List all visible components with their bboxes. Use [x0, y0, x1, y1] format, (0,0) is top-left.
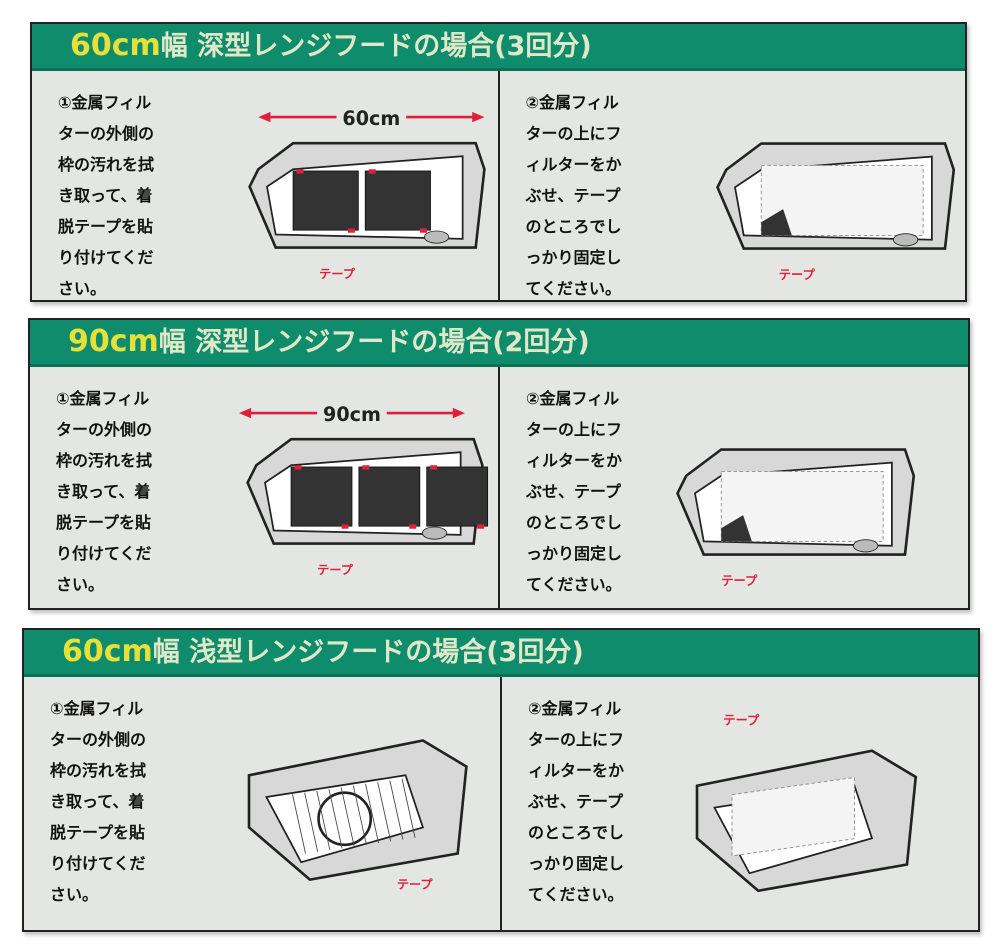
instruction-line: ①金属フィル [58, 93, 152, 112]
range-hood-illustration: テープ [715, 142, 955, 282]
width-label: 90cm [68, 324, 159, 359]
panel-1: 60cm幅 深型レンジフードの場合(3回分) ①金属フィルターの外側の枠の汚れを… [30, 22, 967, 302]
tape-label: テープ [319, 266, 356, 281]
instruction-line: り付けてくだ [50, 854, 146, 873]
instruction-line: 脱テープを貼 [58, 217, 154, 236]
instruction-line: 枠の汚れを拭 [56, 451, 153, 470]
range-hood-illustration: テープ [676, 448, 916, 588]
width-label: 60cm [70, 28, 161, 63]
step-2-text: ②金属フィルターの上にフィルターをかぶせ、テープのところでしっかり固定してくださ… [528, 693, 624, 910]
instruction-line: ターの外側の [58, 124, 155, 143]
dimension-arrow: 60cm [258, 105, 485, 130]
instruction-line: てください。 [528, 885, 624, 904]
instruction-line: き取って、着 [50, 792, 145, 811]
range-hood-illustration: 90cm テープ [238, 401, 489, 577]
instruction-line: き取って、着 [58, 186, 153, 205]
range-hood-illustration: 60cm テープ [248, 105, 486, 281]
range-hood-illustration: テープ [247, 739, 468, 891]
dimension-label: 60cm [342, 107, 400, 130]
instruction-line: ①金属フィル [50, 699, 144, 718]
instruction-line: ②金属フィル [526, 389, 620, 408]
instruction-line: さい。 [58, 279, 107, 298]
panel-2: 90cm幅 深型レンジフードの場合(2回分) ①金属フィルターの外側の枠の汚れを… [28, 318, 970, 610]
instruction-line: ターの上にフ [525, 124, 622, 143]
step-2: ②金属フィルターの上にフィルターをかぶせ、テープのところでしっかり固定してくださ… [500, 677, 978, 930]
instruction-line: のところでし [525, 217, 622, 236]
step-1-text: ①金属フィルターの外側の枠の汚れを拭き取って、着脱テープを貼り付けてください。 [56, 383, 152, 600]
instruction-line: てください。 [525, 279, 622, 298]
panel-3: 60cm幅 浅型レンジフードの場合(3回分) ①金属フィルターの外側の枠の汚れを… [22, 628, 980, 932]
instruction-line: ぶせ、テープ [526, 482, 622, 501]
instruction-line: ターの外側の [56, 420, 153, 439]
panel-title: 幅 深型レンジフードの場合(3回分) [160, 31, 592, 62]
instruction-line: ②金属フィル [525, 93, 619, 112]
step-2-text: ②金属フィルターの上にフィルターをかぶせ、テープのところでしっかり固定してくださ… [526, 87, 622, 304]
step-2: ②金属フィルターの上にフィルターをかぶせ、テープのところでしっかり固定してくださ… [498, 367, 968, 608]
instruction-line: り付けてくだ [56, 544, 152, 563]
tape-label: テープ [397, 876, 434, 891]
instruction-line: ターの上にフ [528, 730, 625, 749]
tape-label: テープ [723, 713, 760, 728]
panel-header: 60cm幅 深型レンジフードの場合(3回分) [32, 24, 965, 71]
instruction-line: ぶせ、テープ [528, 792, 624, 811]
instruction-line: 枠の汚れを拭 [58, 155, 155, 174]
instruction-line: 脱テープを貼 [50, 823, 146, 842]
step-1: ①金属フィルターの外側の枠の汚れを拭き取って、着脱テープを貼り付けてください。 … [30, 367, 498, 608]
instruction-line: ィルターをか [525, 155, 622, 174]
tape-label: テープ [317, 562, 354, 577]
step-2-text: ②金属フィルターの上にフィルターをかぶせ、テープのところでしっかり固定してくださ… [526, 383, 622, 600]
instruction-line: さい。 [50, 885, 99, 904]
instruction-line: り付けてくだ [58, 248, 154, 267]
instruction-line: ターの外側の [50, 730, 147, 749]
instruction-line: ぶせ、テープ [525, 186, 621, 205]
tape-label: テープ [721, 573, 758, 588]
panel-title: 幅 深型レンジフードの場合(2回分) [158, 327, 590, 358]
instruction-line: っかり固定し [525, 248, 622, 267]
instruction-line: ィルターをか [526, 451, 623, 470]
instruction-line: ターの上にフ [526, 420, 623, 439]
instruction-line: のところでし [528, 823, 625, 842]
tape-label: テープ [778, 267, 815, 282]
instruction-line: のところでし [526, 513, 623, 532]
instruction-line: っかり固定し [526, 544, 623, 563]
dimension-label: 90cm [323, 403, 381, 426]
panel-header: 90cm幅 深型レンジフードの場合(2回分) [30, 320, 968, 367]
instruction-line: 脱テープを貼 [56, 513, 152, 532]
instruction-line: ィルターをか [528, 761, 625, 780]
instruction-line: さい。 [56, 575, 105, 594]
instruction-line: てください。 [526, 575, 622, 594]
range-hood-illustration: テープ [695, 713, 918, 893]
instruction-line: き取って、着 [56, 482, 151, 501]
step-1: ①金属フィルターの外側の枠の汚れを拭き取って、着脱テープを貼り付けてください。 … [32, 71, 498, 300]
instruction-line: ②金属フィル [528, 699, 622, 718]
step-1: ①金属フィルターの外側の枠の汚れを拭き取って、着脱テープを貼り付けてください。 … [24, 677, 500, 930]
panel-title: 幅 浅型レンジフードの場合(3回分) [152, 637, 584, 668]
instruction-line: 枠の汚れを拭 [50, 761, 147, 780]
instruction-line: ①金属フィル [56, 389, 150, 408]
step-1-text: ①金属フィルターの外側の枠の汚れを拭き取って、着脱テープを貼り付けてください。 [58, 87, 154, 304]
instruction-line: っかり固定し [528, 854, 625, 873]
width-label: 60cm [62, 634, 153, 669]
step-1-text: ①金属フィルターの外側の枠の汚れを拭き取って、着脱テープを貼り付けてください。 [50, 693, 146, 910]
dimension-arrow: 90cm [238, 401, 465, 426]
step-2: ②金属フィルターの上にフィルターをかぶせ、テープのところでしっかり固定してくださ… [497, 71, 966, 300]
panel-header: 60cm幅 浅型レンジフードの場合(3回分) [24, 630, 978, 677]
